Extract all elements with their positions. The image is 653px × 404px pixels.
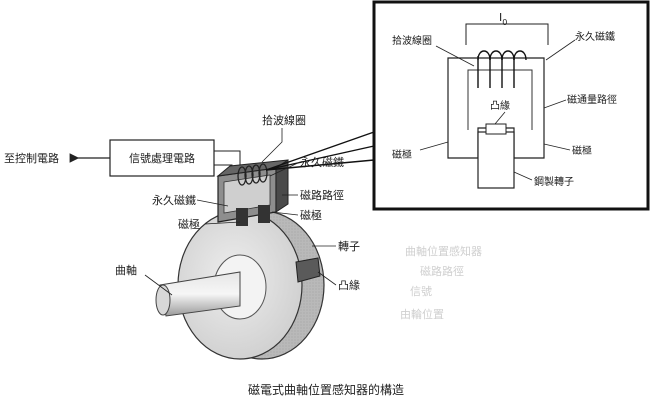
permanent-magnet-label: 永久磁鐵 [300,155,344,169]
figure-caption: 磁電式曲軸位置感知器的構造 [248,382,404,397]
crankshaft-end [155,284,171,316]
sensor-coil [237,163,268,186]
leader-lines [144,128,337,296]
inset-pickup-coil-label: 拾波線圈 [392,34,432,47]
sensor-pole-left [236,208,248,226]
sensor-head [216,159,289,226]
cam-tooth [295,257,321,283]
inset-detail: I0 拾波線圈 永久磁鐵 磁通量路徑 凸緣 磁極 磁極 鋼製轉子 [372,0,650,211]
magnetic-circuit-path-label: 磁路路徑 [300,189,344,202]
signal-processing-box [109,139,215,177]
inset-steel-rotor-label: 鋼製轉子 [534,175,574,188]
inset-cam [485,123,507,135]
sensor-side [275,159,289,213]
inset-magnet [447,57,545,159]
inset-current-lead [465,23,549,45]
to-control-circuit-label: 至控制電路 [4,151,59,165]
faint-text: 信號 [410,285,432,298]
signal-processing-block: 信號處理電路 至控制電路 [4,139,241,177]
pole-left-label: 磁極 [178,217,200,231]
rotor-assembly [155,210,325,360]
signal-processing-label: 信號處理電路 [129,151,195,165]
inset-flux-path [467,69,533,130]
sensor-pole-right [258,205,270,223]
crankshaft-label: 曲軸 [115,263,137,277]
faint-text: 曲軸位置感知器 [405,244,482,258]
pole-label: 磁極 [300,208,322,222]
inset-leader-lines [419,39,576,181]
permanent-magnet-left-label: 永久磁鐵 [152,193,196,207]
inset-flux-path-label: 磁通量路徑 [567,93,617,106]
pickup-coil-label: 拾波線圈 [262,113,306,127]
faint-text: 由輪位置 [400,307,444,321]
inset-coil [477,50,527,88]
faint-text: 磁路路徑 [420,265,464,278]
inset-cam-label: 凸緣 [490,99,510,112]
rotor-label: 轉子 [338,240,360,253]
faint-background-text: 曲軸位置感知器 磁路路徑 信號 由輪位置 [400,244,482,321]
inset-permanent-magnet-label: 永久磁鐵 [575,30,615,43]
zoom-connector [265,131,375,171]
cam-label: 凸緣 [338,279,360,292]
inset-pole-left-label: 磁極 [392,148,412,161]
inset-current-label: I0 [499,11,507,27]
inset-rotor [477,131,515,189]
inset-pole-right-label: 磁極 [572,144,592,157]
